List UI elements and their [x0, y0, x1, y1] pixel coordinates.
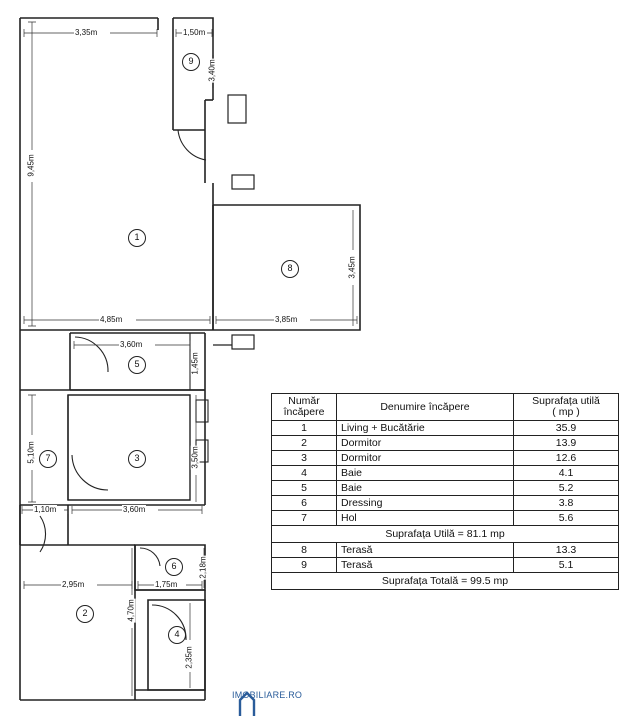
cell-number: 5: [271, 480, 337, 496]
room-bubble-1: 1: [128, 229, 146, 247]
cell-name: Terasă: [336, 542, 514, 558]
cell-area: 5.2: [513, 480, 619, 496]
cell-number: 2: [271, 435, 337, 451]
room-bubble-7: 7: [39, 450, 57, 468]
table-row: 4 Baie 4.1: [271, 465, 619, 481]
cell-number: 7: [271, 510, 337, 526]
dimension-label: 2,35m: [184, 645, 194, 670]
watermark-text: IMOBILIARE.RO: [232, 690, 303, 700]
table-row: 7 Hol 5.6: [271, 510, 619, 526]
header-number: Număr încăpere: [271, 393, 337, 421]
total-text: Suprafața Totală = 99.5 mp: [271, 572, 619, 590]
table-row: 6 Dressing 3.8: [271, 495, 619, 511]
table-total-row: Suprafața Totală = 99.5 mp: [271, 572, 619, 590]
table-row: 3 Dormitor 12.6: [271, 450, 619, 466]
dimension-label: 3,40m: [207, 58, 217, 83]
table-subtotal-row: Suprafața Utilă = 81.1 mp: [271, 525, 619, 543]
cell-name: Terasă: [336, 557, 514, 573]
header-area: Suprafața utilă ( mp ): [513, 393, 619, 421]
dimension-label: 1,10m: [33, 505, 58, 514]
table-row: 5 Baie 5.2: [271, 480, 619, 496]
room-bubble-3: 3: [128, 450, 146, 468]
cell-area: 13.3: [513, 542, 619, 558]
cell-area: 4.1: [513, 465, 619, 481]
cell-area: 12.6: [513, 450, 619, 466]
table-row: 8 Terasă 13.3: [271, 542, 619, 558]
dimension-label: 3,35m: [74, 28, 99, 37]
cell-number: 8: [271, 542, 337, 558]
walls: [19, 17, 361, 701]
cell-area: 5.6: [513, 510, 619, 526]
room-schedule-table: Număr încăpere Denumire încăpere Suprafa…: [271, 393, 619, 590]
header-number-line1: Număr: [288, 395, 320, 407]
room-bubble-8: 8: [281, 260, 299, 278]
dimension-lines: [21, 21, 358, 696]
cell-number: 1: [271, 420, 337, 436]
cell-area: 3.8: [513, 495, 619, 511]
dimension-label: 4,85m: [99, 315, 124, 324]
dimension-label: 3,85m: [274, 315, 299, 324]
cell-name: Baie: [336, 480, 514, 496]
header-area-line1: Suprafața utilă: [532, 395, 600, 407]
cell-name: Baie: [336, 465, 514, 481]
dimension-label: 9,45m: [26, 153, 36, 178]
cell-name: Hol: [336, 510, 514, 526]
cell-number: 4: [271, 465, 337, 481]
room-bubble-4: 4: [168, 626, 186, 644]
room-bubble-2: 2: [76, 605, 94, 623]
table-row: 1 Living + Bucătărie 35.9: [271, 420, 619, 436]
subtotal-text: Suprafața Utilă = 81.1 mp: [271, 525, 619, 543]
table-row: 9 Terasă 5.1: [271, 557, 619, 573]
dimension-label: 1,75m: [154, 580, 179, 589]
dimension-label: 1,45m: [190, 351, 200, 376]
dimension-label: 2,95m: [61, 580, 86, 589]
watermark-logo-icon: [238, 691, 256, 716]
cell-area: 5.1: [513, 557, 619, 573]
header-area-line2: ( mp ): [552, 406, 580, 418]
header-number-line2: încăpere: [283, 406, 325, 418]
dimension-label: 5,10m: [26, 440, 36, 465]
dimension-label: 4,70m: [126, 598, 136, 623]
room-bubble-6: 6: [165, 558, 183, 576]
dimension-label: 3,50m: [190, 445, 200, 470]
cell-number: 9: [271, 557, 337, 573]
room-bubble-5: 5: [128, 356, 146, 374]
dimension-label: 3,60m: [119, 340, 144, 349]
cell-name: Dressing: [336, 495, 514, 511]
room-bubble-9: 9: [182, 53, 200, 71]
header-name: Denumire încăpere: [336, 393, 514, 421]
cell-number: 3: [271, 450, 337, 466]
table-header-row: Număr încăpere Denumire încăpere Suprafa…: [271, 393, 619, 421]
cell-name: Dormitor: [336, 450, 514, 466]
cell-area: 13.9: [513, 435, 619, 451]
dimension-label: 1,50m: [182, 28, 207, 37]
dimension-label: 3,60m: [122, 505, 147, 514]
cell-number: 6: [271, 495, 337, 511]
dimension-label: 2,18m: [198, 555, 208, 580]
dimension-label: 3,45m: [347, 255, 357, 280]
cell-name: Living + Bucătărie: [336, 420, 514, 436]
table-row: 2 Dormitor 13.9: [271, 435, 619, 451]
cell-area: 35.9: [513, 420, 619, 436]
cell-name: Dormitor: [336, 435, 514, 451]
